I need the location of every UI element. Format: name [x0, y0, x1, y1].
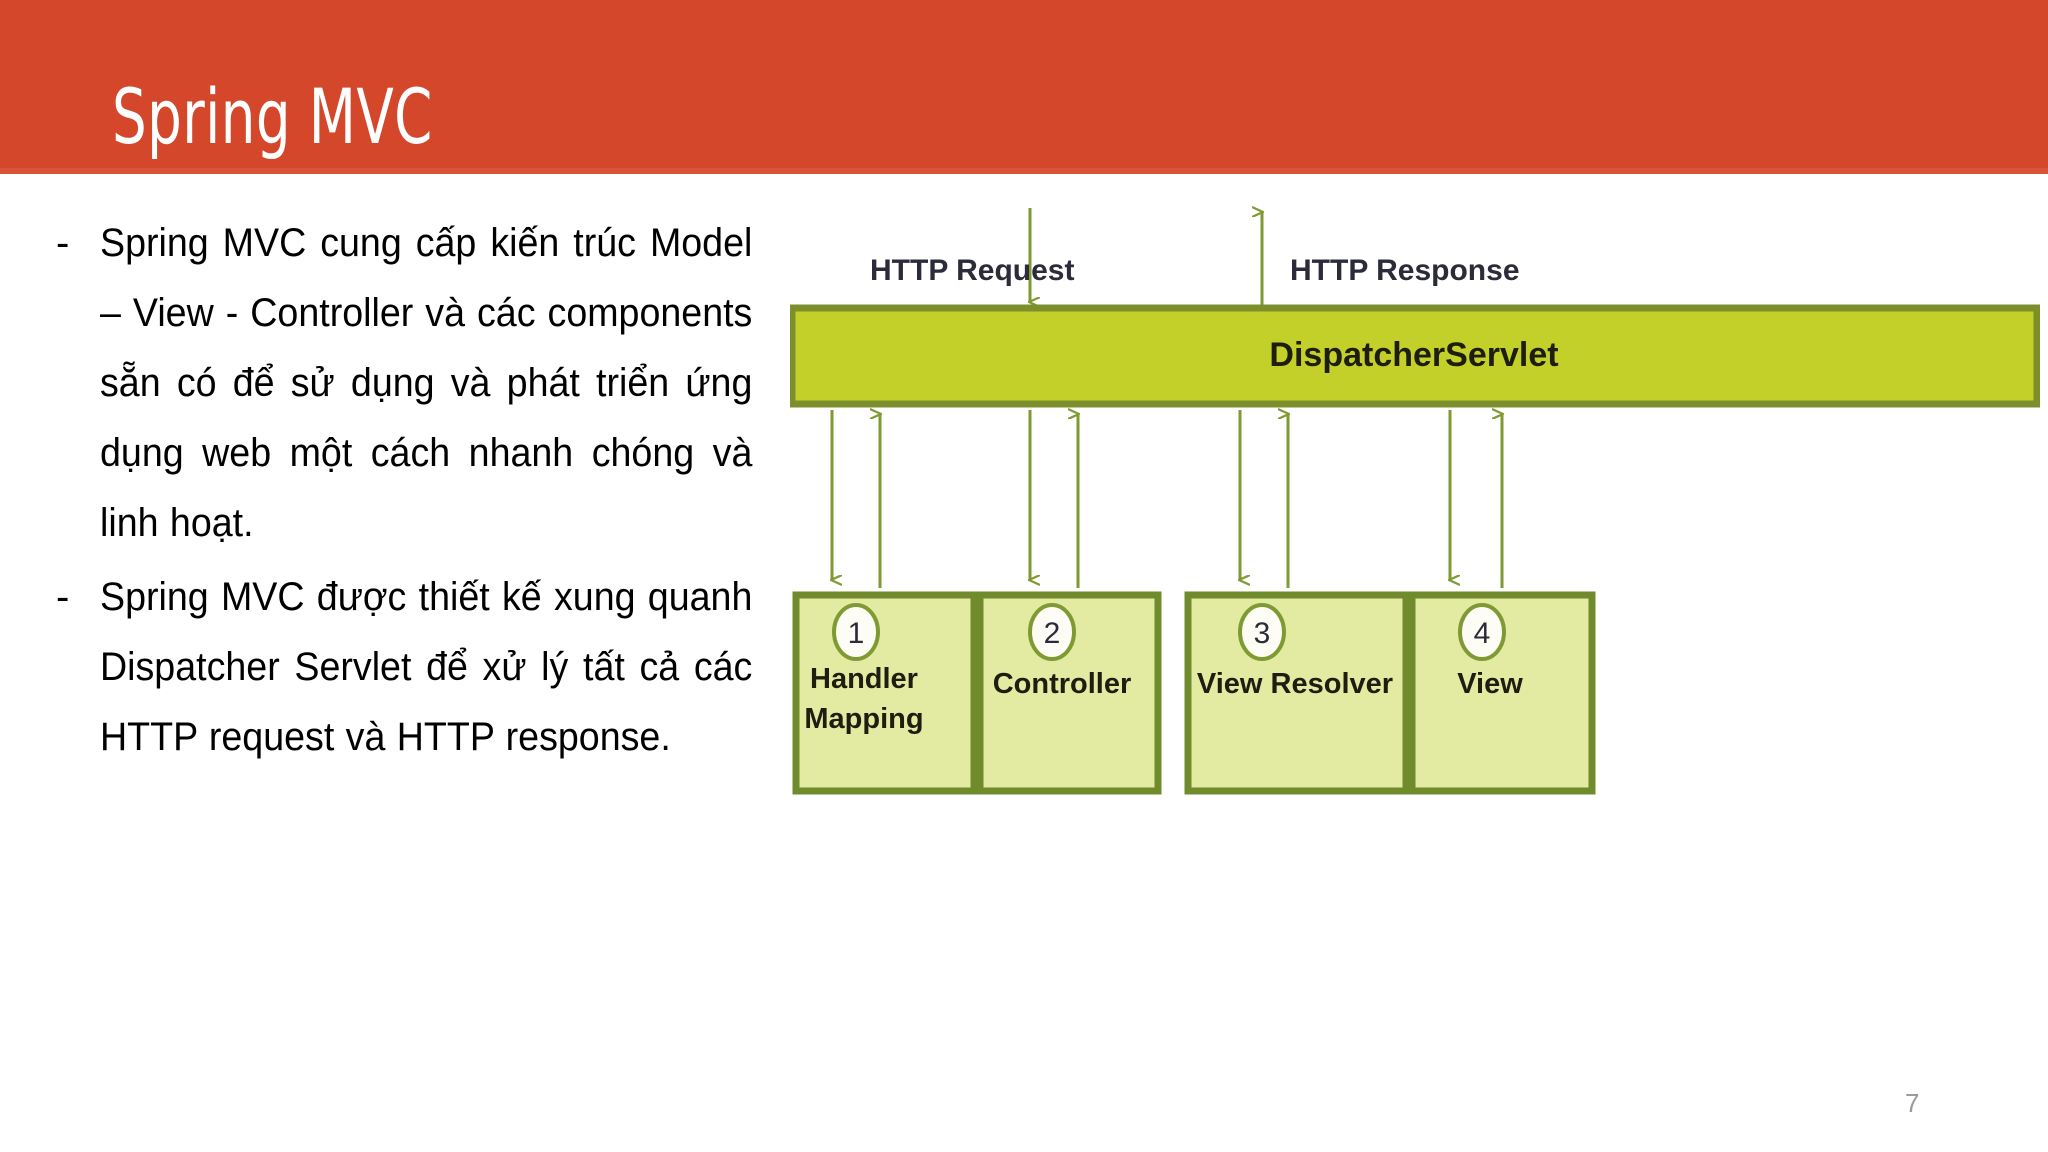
- http-response-label: HTTP Response: [1290, 254, 1520, 287]
- bullet-item: - Spring MVC được thiết kế xung quanh Di…: [52, 562, 752, 772]
- component-box-view-resolver: 3 View Resolver: [1184, 591, 1410, 795]
- step-number-circle: [1028, 603, 1076, 661]
- step-number-circle: [1238, 603, 1286, 661]
- step-number: 3: [1254, 617, 1271, 650]
- component-box-view: 4 View: [1408, 591, 1596, 795]
- page-number: 7: [1905, 1088, 1920, 1118]
- bullet-text: Spring MVC được thiết kế xung quanh Disp…: [100, 575, 753, 759]
- page-title: Spring MVC: [112, 72, 433, 161]
- http-request-label: HTTP Request: [870, 254, 1074, 287]
- step-number: 4: [1474, 617, 1491, 650]
- connector-view-resolver: [1240, 410, 1288, 588]
- step-number-circle: [832, 603, 880, 661]
- dispatcher-servlet-box: DispatcherServlet: [790, 304, 2040, 408]
- component-label-line1: Controller: [993, 668, 1132, 700]
- component-label-line2: Mapping: [804, 703, 923, 735]
- bullet-text: Spring MVC cung cấp kiến trúc Model – Vi…: [100, 221, 753, 545]
- step-number: 2: [1044, 617, 1061, 650]
- component-box-handler-mapping: 1 Handler Mapping: [792, 591, 978, 795]
- connector-handler-mapping: [832, 410, 880, 588]
- step-number-circle: [1458, 603, 1506, 661]
- component-label-line1: View: [1457, 668, 1523, 700]
- connector-view: [1450, 410, 1502, 588]
- step-number: 1: [848, 617, 865, 650]
- bullet-marker: -: [56, 221, 70, 265]
- body-text-column: - Spring MVC cung cấp kiến trúc Model – …: [52, 208, 752, 776]
- spring-mvc-architecture-diagram: HTTP Request HTTP Response DispatcherSer…: [790, 180, 2040, 880]
- bullet-marker: -: [56, 575, 70, 619]
- header-underline: [0, 168, 2048, 174]
- component-label-line1: View Resolver: [1197, 668, 1393, 700]
- dispatcher-servlet-label: DispatcherServlet: [1269, 336, 1558, 374]
- bullet-item: - Spring MVC cung cấp kiến trúc Model – …: [52, 208, 752, 558]
- slide-header-banner: [0, 0, 2048, 168]
- component-box-controller: 2 Controller: [976, 591, 1162, 795]
- connector-controller: [1030, 410, 1078, 588]
- component-label-line1: Handler: [810, 663, 918, 695]
